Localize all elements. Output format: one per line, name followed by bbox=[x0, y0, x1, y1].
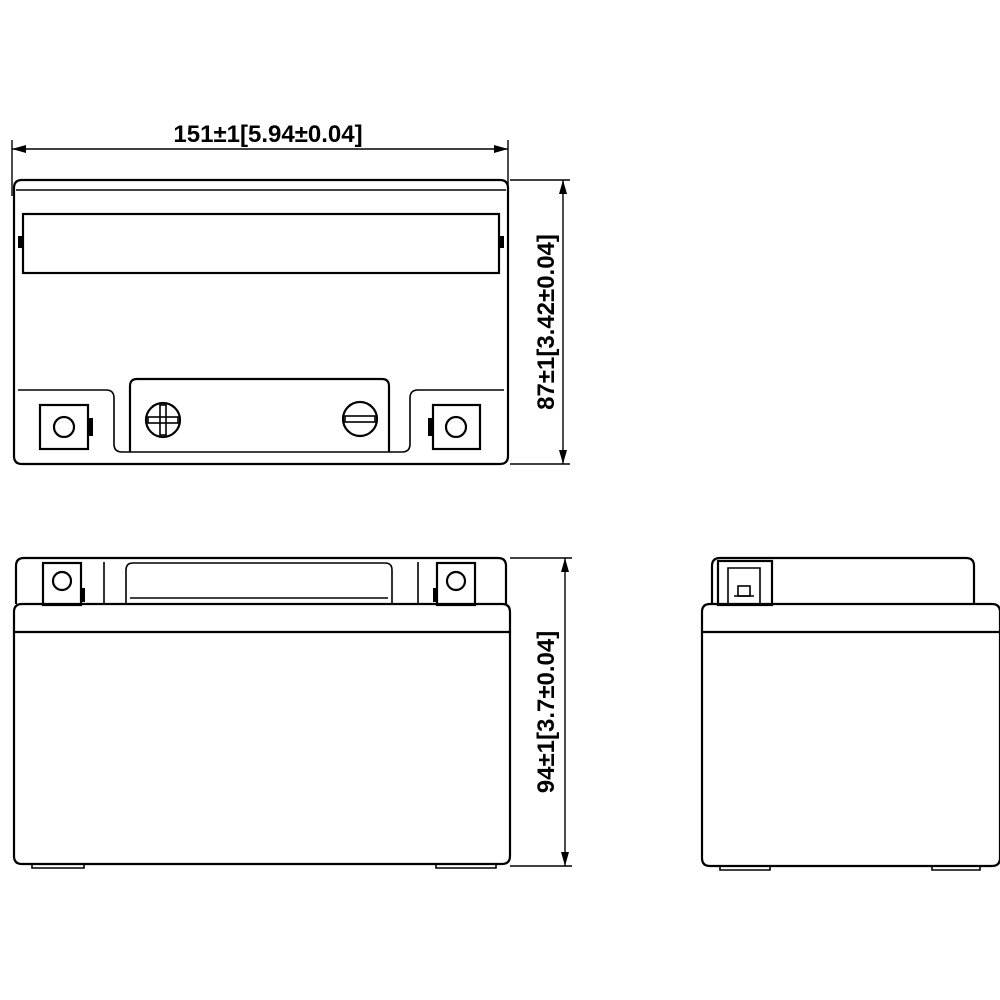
width-dimension: 151±1[5.94±0.04] bbox=[11, 121, 509, 196]
front-center-handle bbox=[125, 562, 393, 604]
right-terminal-top bbox=[428, 403, 482, 451]
top-view bbox=[12, 178, 510, 466]
front-body bbox=[12, 602, 512, 866]
top-view-outline bbox=[12, 178, 510, 466]
front-foot-left bbox=[31, 864, 85, 869]
side-lid bbox=[710, 556, 976, 604]
label-window bbox=[21, 212, 501, 275]
terminal-recess-contour bbox=[18, 389, 504, 453]
label-window-clip-left bbox=[18, 236, 22, 248]
front-height-dimension-label: 94±1[3.7±0.04] bbox=[533, 631, 560, 793]
front-height-dimension: 94±1[3.7±0.04] bbox=[510, 557, 572, 867]
positive-symbol-icon bbox=[144, 401, 182, 439]
front-view bbox=[12, 556, 512, 869]
label-window-clip-right bbox=[500, 236, 504, 248]
side-foot-right bbox=[931, 866, 981, 871]
side-terminal bbox=[716, 559, 774, 607]
center-plate bbox=[128, 377, 391, 452]
left-terminal-top bbox=[38, 403, 93, 451]
front-foot-right bbox=[435, 864, 497, 869]
top-height-dimension-label: 87±1[3.42±0.04] bbox=[533, 234, 560, 410]
right-terminal-front bbox=[433, 561, 477, 607]
top-height-dimension: 87±1[3.42±0.04] bbox=[510, 179, 570, 465]
side-body bbox=[700, 602, 1000, 868]
side-foot-left bbox=[719, 866, 771, 871]
left-terminal-front bbox=[41, 561, 85, 607]
width-dimension-label: 151±1[5.94±0.04] bbox=[173, 121, 362, 148]
negative-symbol-icon bbox=[341, 400, 379, 438]
front-lid-raised-section bbox=[14, 556, 508, 604]
side-view bbox=[700, 556, 1000, 871]
